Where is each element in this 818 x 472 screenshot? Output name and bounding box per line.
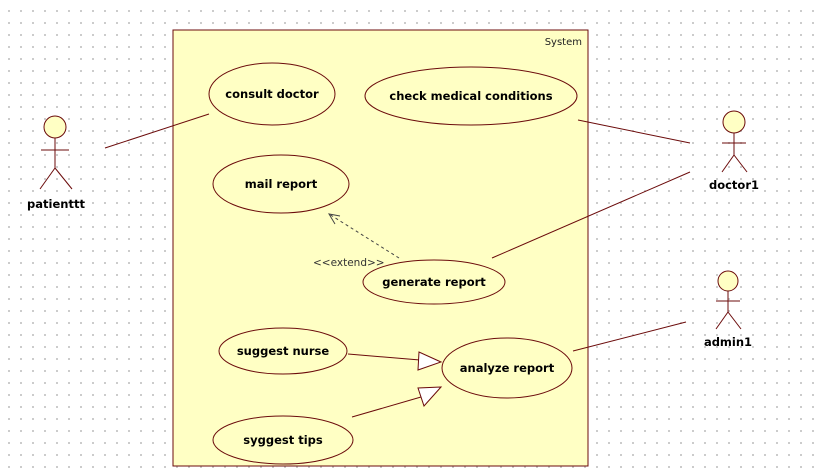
generalization-suggest-tips-arrowhead — [417, 386, 443, 407]
generalization-suggest-nurse-line[interactable] — [347, 353, 421, 361]
actor-label: patienttt — [27, 197, 85, 211]
use-case-suggest-tips[interactable]: syggest tips — [212, 415, 354, 465]
association-patient-consult-doctor[interactable] — [104, 113, 210, 149]
actor-head-icon — [43, 115, 67, 139]
actor-label: admin1 — [704, 335, 752, 349]
use-case-label: suggest nurse — [237, 344, 330, 358]
system-label: System — [545, 37, 582, 48]
use-case-analyze-report[interactable]: analyze report — [441, 337, 573, 399]
use-case-generate-report[interactable]: generate report — [362, 259, 506, 305]
association-doctor-generate-report[interactable] — [491, 171, 691, 259]
use-case-suggest-nurse[interactable]: suggest nurse — [218, 327, 348, 375]
actor-head-icon — [722, 110, 746, 134]
generalization-suggest-tips-line[interactable] — [351, 396, 422, 418]
actor-admin[interactable]: admin1 — [704, 270, 752, 349]
extend-arrowhead — [328, 213, 341, 225]
actor-head-icon — [717, 270, 739, 292]
association-doctor-check-medical-conditions[interactable] — [577, 119, 691, 144]
use-case-label: consult doctor — [225, 87, 319, 101]
use-case-check-medical-conditions[interactable]: check medical conditions — [364, 66, 578, 126]
extend-generate-to-mail[interactable] — [328, 213, 400, 259]
actor-doctor[interactable]: doctor1 — [709, 110, 759, 192]
actor-patient[interactable]: patienttt — [27, 115, 85, 211]
generalization-suggest-nurse-arrowhead — [417, 351, 443, 371]
use-case-label: analyze report — [460, 361, 555, 375]
use-case-label: generate report — [382, 275, 486, 289]
use-case-label: mail report — [245, 177, 318, 191]
actor-label: doctor1 — [709, 178, 759, 192]
extend-stereotype-label: <<extend>> — [313, 257, 385, 269]
use-case-mail-report[interactable]: mail report — [212, 154, 350, 214]
use-case-label: syggest tips — [243, 433, 323, 447]
use-case-consult-doctor[interactable]: consult doctor — [208, 62, 336, 126]
use-case-label: check medical conditions — [389, 89, 552, 103]
association-admin-analyze-report[interactable] — [572, 321, 687, 352]
